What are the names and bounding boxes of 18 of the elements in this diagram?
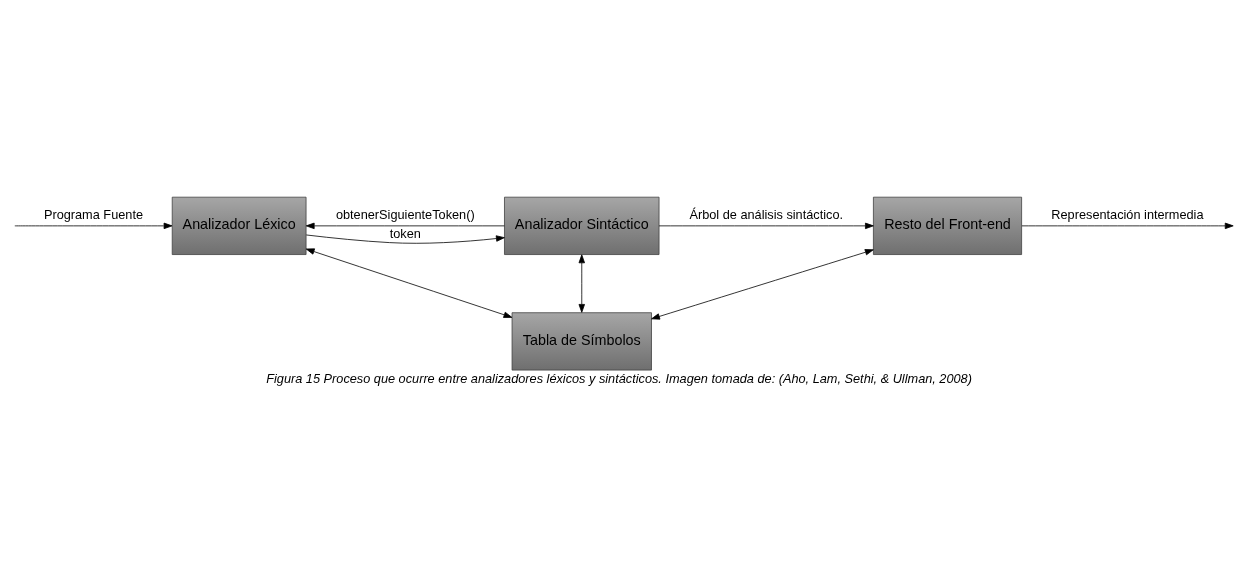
caption: Figura 15 Proceso que ocurre entre analizadores léxicos y sintácticos. Imagen tomada de: (Aho, Lam, Sethi, & Ullman, 2008) [266,370,972,386]
edge-label: Programa Fuente [43,207,144,223]
edge-label: token [389,226,421,242]
arrow [1021,222,1234,230]
node-box: Analizador Léxico [171,196,307,255]
edge-label: Árbol de análisis sintáctico. [689,207,844,223]
arrow [305,234,505,244]
arrow [305,222,505,230]
arrow [658,222,874,230]
arrow [651,249,874,320]
edge-label: Representación intermedia [1051,207,1204,223]
node-box: Tabla de Símbolos [511,312,652,371]
node-box: Resto del Front-end [873,196,1022,255]
edge-label: obtenerSiguienteToken() [335,207,475,223]
arrow [305,248,513,318]
node-box: Analizador Sintáctico [504,196,660,255]
arrow [578,254,585,313]
arrow [14,222,173,230]
